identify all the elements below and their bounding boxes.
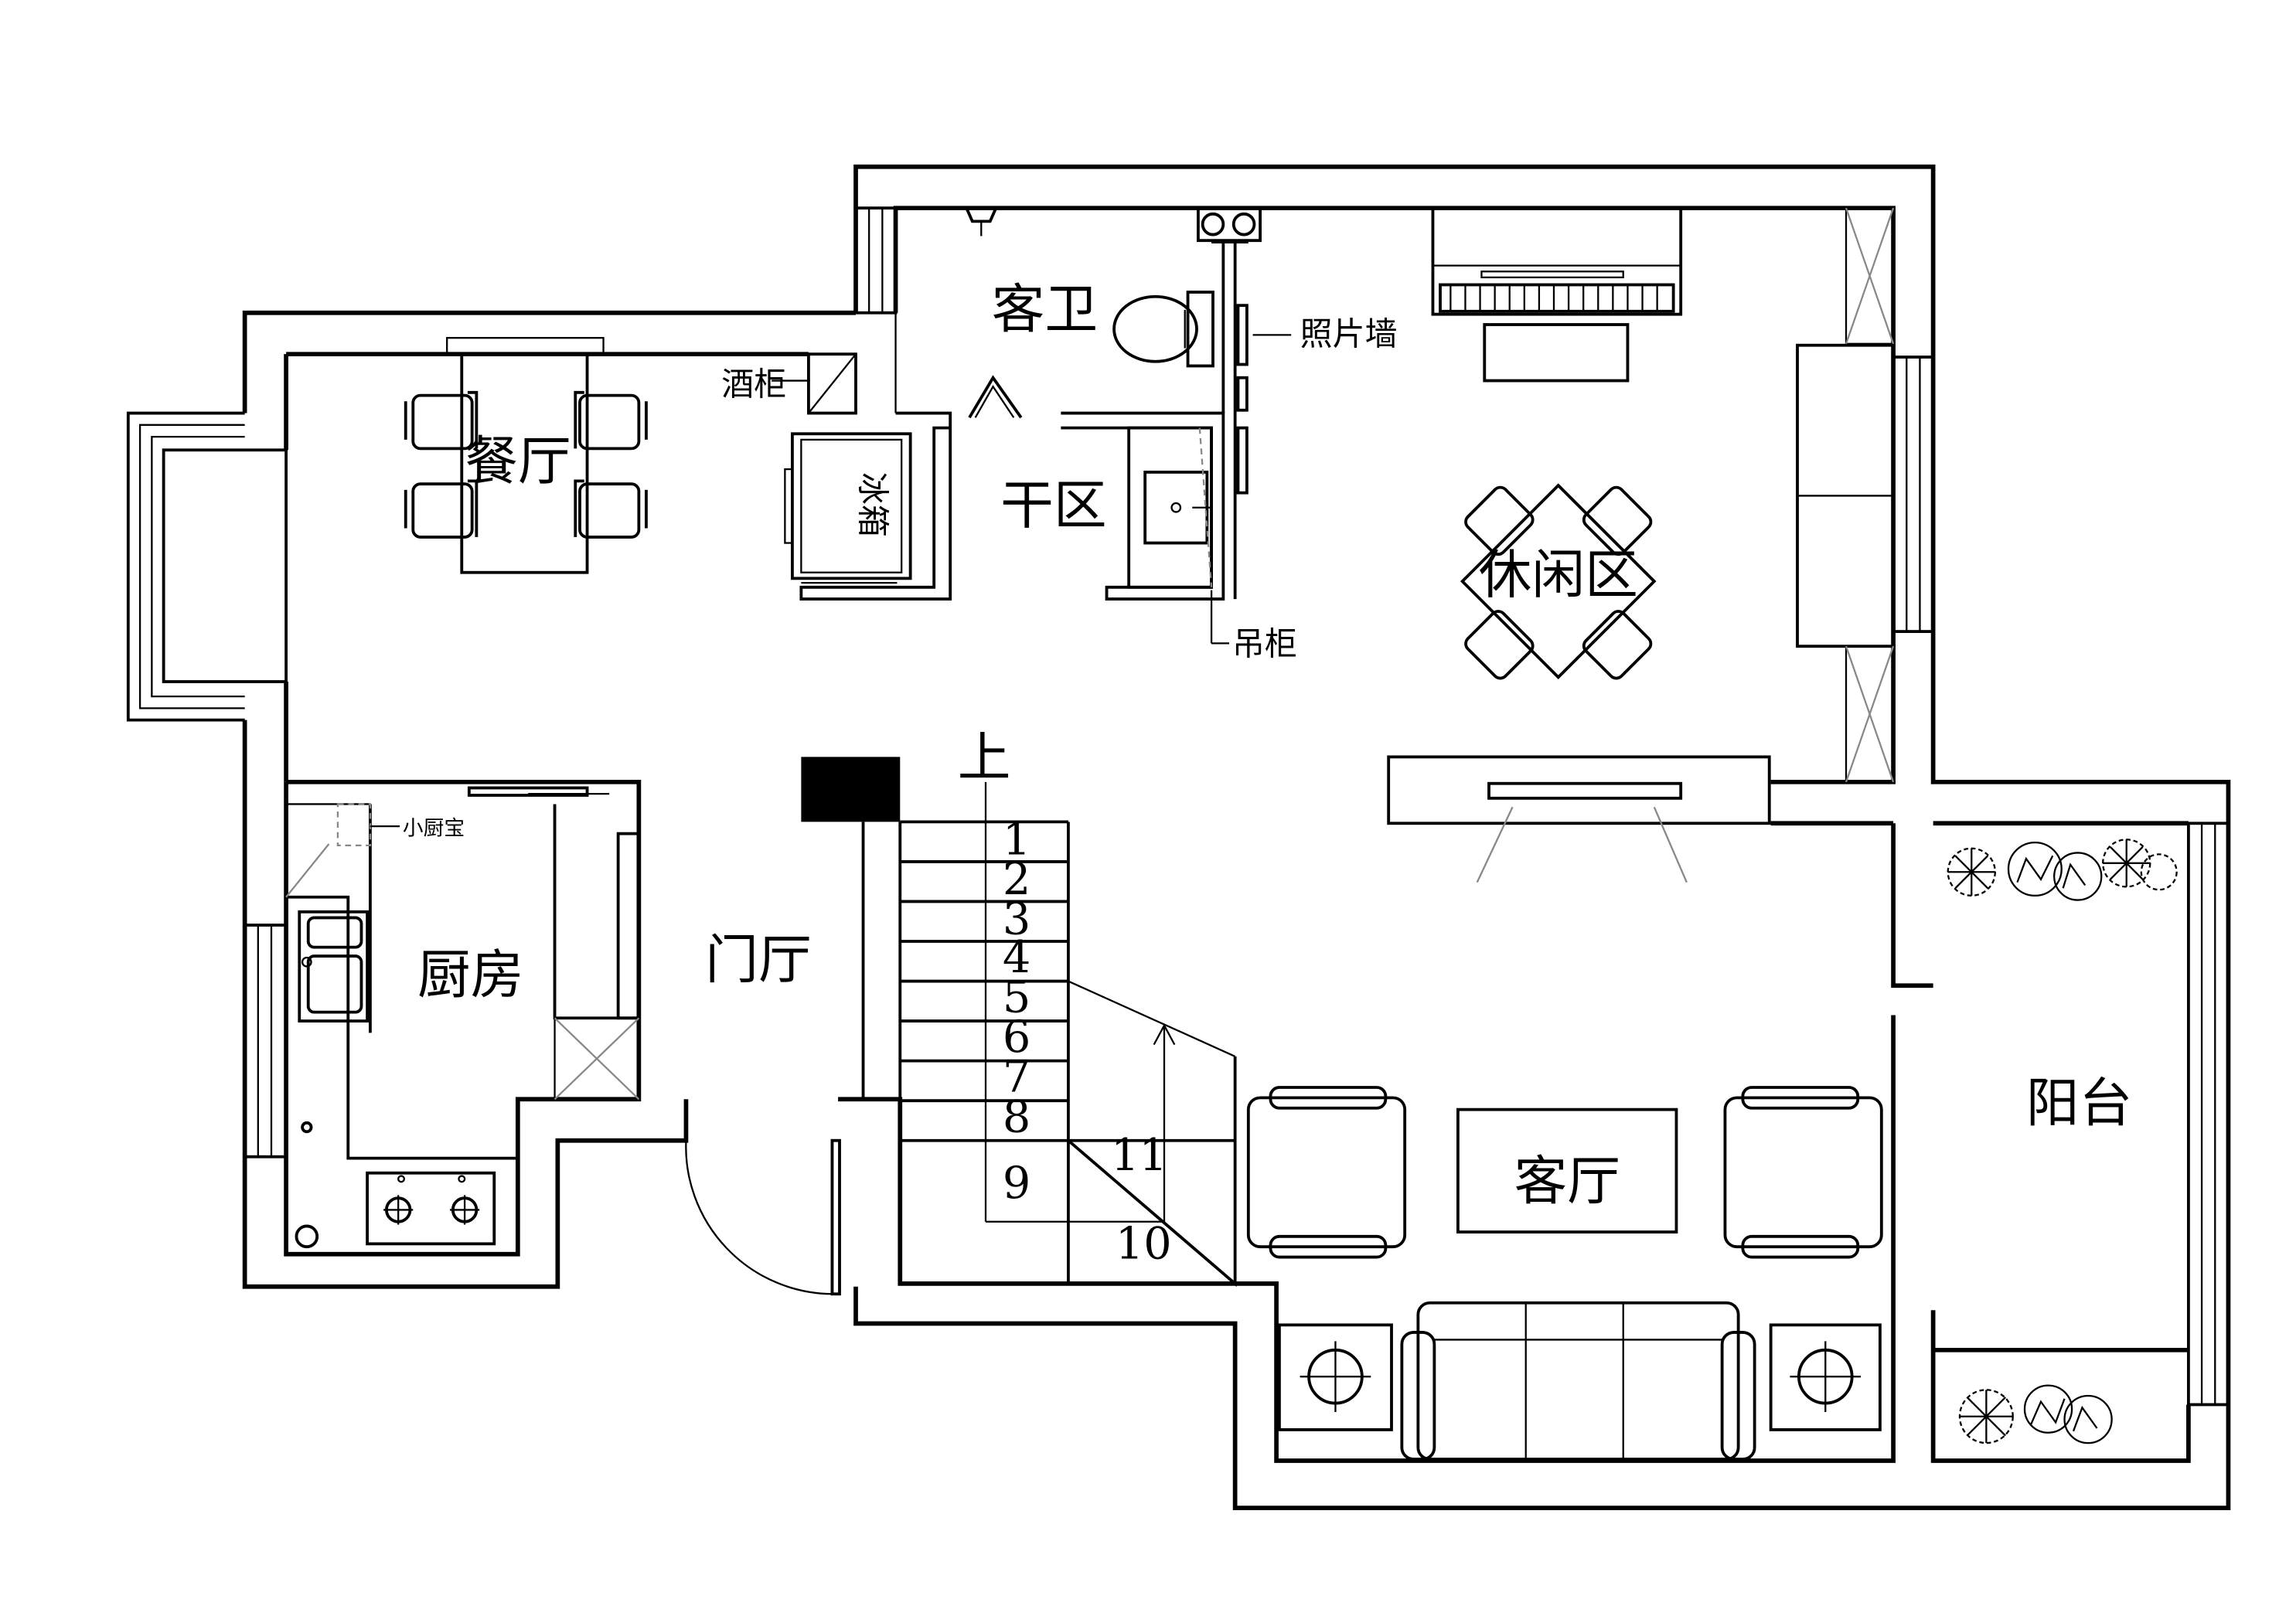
dining-chair xyxy=(404,479,479,539)
kitchen-drain xyxy=(301,1121,313,1134)
step-number: 1 xyxy=(1003,813,1030,865)
kitchen-cabinet-dashed xyxy=(285,803,400,898)
sofa xyxy=(1400,1301,1756,1461)
kitchen-sliding-door xyxy=(467,786,610,797)
bath-door-swing xyxy=(968,375,1023,419)
room-label-guest-bath: 客卫 xyxy=(992,279,1098,341)
plant-icon xyxy=(2007,841,2063,897)
plants-top xyxy=(1947,839,2178,901)
room-label-balcony: 阳台 xyxy=(2026,1073,2132,1135)
plant-icon xyxy=(2053,852,2103,901)
side-table-left xyxy=(1278,1323,1393,1431)
stair-step-numbers: 1 2 3 4 5 6 7 8 9 10 11 xyxy=(1003,813,1172,1269)
leisure-chair xyxy=(1464,485,1535,556)
window-kitchen-left xyxy=(243,924,288,1159)
step-number: 10 xyxy=(1116,1217,1172,1269)
stair-up-label: 上 xyxy=(958,727,1011,789)
wash-basin xyxy=(1127,426,1213,589)
step-number: 2 xyxy=(1003,853,1030,905)
note-hanging-cabinet: 吊柜 xyxy=(1232,625,1297,663)
coffee-table xyxy=(1456,1108,1678,1234)
side-cabinet xyxy=(1796,343,1895,648)
window-balcony-right xyxy=(2187,822,2230,1407)
note-small-kitchen-appliance: 小厨宝 xyxy=(403,817,465,841)
leisure-chairs xyxy=(1464,485,1653,680)
room-label-foyer: 门厅 xyxy=(705,930,811,992)
plant-icon xyxy=(2140,853,2178,891)
step-number: 8 xyxy=(1003,1091,1030,1142)
dining-chair xyxy=(574,479,648,539)
step-number: 4 xyxy=(1003,931,1030,983)
leisure-chair xyxy=(1582,610,1653,680)
piano-bench xyxy=(1483,323,1630,383)
piano xyxy=(1431,206,1683,316)
dining-table xyxy=(446,337,605,574)
wine-cabinet xyxy=(807,352,857,415)
step-number: 6 xyxy=(1003,1011,1030,1063)
full-height-cabinet xyxy=(1845,207,1895,783)
tv-cabinet xyxy=(1387,755,1771,883)
note-fridge: 冰箱 xyxy=(854,472,892,537)
shower-head xyxy=(964,206,999,236)
plants-bottom xyxy=(1958,1384,2113,1444)
kitchen-counter xyxy=(286,803,640,1160)
step-number: 7 xyxy=(1003,1051,1030,1103)
plant-icon xyxy=(2102,839,2151,888)
gas-meter xyxy=(295,1224,319,1249)
window-leisure-right xyxy=(1892,356,1935,634)
staircase xyxy=(861,781,1237,1288)
dining-chair xyxy=(404,390,479,451)
photo-wall xyxy=(1236,304,1248,495)
room-label-dry-area: 干区 xyxy=(1000,475,1106,537)
plant-icon xyxy=(1958,1389,2014,1444)
note-wine-cabinet: 酒柜 xyxy=(721,366,786,403)
window-guest-bath xyxy=(854,206,898,315)
plant-icon xyxy=(2063,1394,2113,1444)
column xyxy=(801,757,901,822)
kitchen-sink xyxy=(298,910,370,1022)
toilet xyxy=(1112,291,1214,368)
leisure-chair xyxy=(1464,610,1535,680)
leisure-table xyxy=(1460,483,1657,679)
floor-drains xyxy=(1197,206,1262,243)
plant-icon xyxy=(2023,1384,2073,1434)
window-left-bay xyxy=(126,411,288,722)
dining-chairs xyxy=(404,390,648,539)
plant-icon xyxy=(1947,847,1996,897)
step-number: 5 xyxy=(1003,971,1030,1023)
hanging-cabinet xyxy=(1198,427,1229,645)
room-label-living: 客厅 xyxy=(1514,1151,1620,1213)
note-photo-wall: 照片墙 xyxy=(1300,315,1398,353)
annotation-labels: 酒柜 照片墙 吊柜 小厨宝 冰箱 上 xyxy=(403,315,1398,841)
gas-stove xyxy=(366,1171,496,1246)
room-label-leisure: 休闲区 xyxy=(1479,544,1638,606)
step-number: 3 xyxy=(1003,893,1030,944)
side-table-right xyxy=(1769,1323,1882,1431)
dining-chair xyxy=(574,390,648,451)
step-number: 11 xyxy=(1111,1129,1167,1181)
step-number: 9 xyxy=(1003,1157,1030,1209)
window-kitchen-right xyxy=(616,832,641,1020)
fridge xyxy=(784,432,912,584)
room-label-kitchen: 厨房 xyxy=(417,944,523,1006)
armchair-left xyxy=(1246,1086,1407,1259)
walls xyxy=(242,164,2231,1510)
room-labels: 客卫 餐厅 干区 休闲区 厨房 门厅 客厅 阳台 xyxy=(417,279,2132,1213)
armchair-right xyxy=(1723,1086,1883,1259)
room-label-dining: 餐厅 xyxy=(465,430,571,492)
leisure-chair xyxy=(1582,485,1653,556)
entrance-door xyxy=(685,1138,841,1296)
